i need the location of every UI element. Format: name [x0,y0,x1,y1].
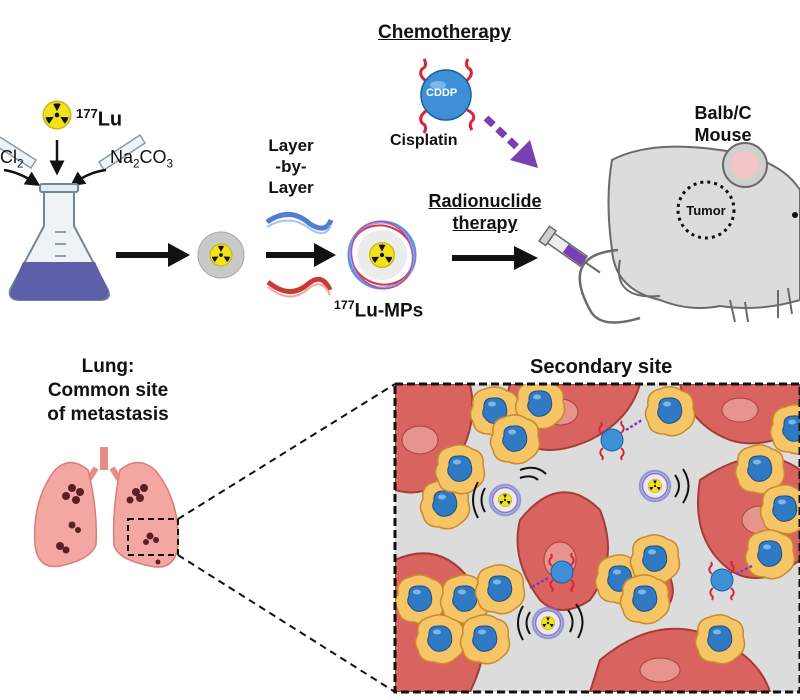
lu-microparticles [472,466,690,641]
cddp-molecule-icon [419,58,476,134]
cddp-particles [529,418,753,601]
cddp-label: CDDP [426,87,458,99]
secondary-site-label: Secondary site [530,356,673,378]
right-test-tube-icon [69,133,147,187]
zoom-line-bottom [177,554,396,693]
bare-particle-icon [197,231,245,279]
lu177-element: Lu [97,108,123,131]
lu-mps-label: 177Lu-MPs [334,298,424,322]
chemotherapy-label: Chemotherapy [378,22,512,43]
layer-by-layer-label: Layer -by- Layer [268,136,314,197]
lung-label: Lung: Common site of metastasis [47,356,169,425]
chemo-dashed-arrow [483,115,523,153]
mouse-illustration [578,142,800,324]
secondary-site-border [393,382,800,694]
layer-ribbon-blue-icon [265,212,334,235]
zoom-line-top [177,383,396,520]
lung-tumor-nodules [56,484,161,565]
coated-microparticle-icon [347,220,417,290]
cl2-reagent-label: Cl2 [0,147,24,171]
layer-ribbon-red-icon [266,276,333,298]
lung-zoom-box [127,518,179,556]
tumor-dotted-circle [676,180,736,240]
mouse-tail [578,248,641,324]
lu177-radiation-icon [42,100,72,130]
cisplatin-label: Cisplatin [390,132,458,149]
tumor-label: Tumor [686,203,726,218]
syringe-icon [538,225,601,274]
erlenmeyer-flask-icon [8,183,110,301]
lu177-isotope-number: 177 [76,106,98,121]
radionuclide-therapy-label: Radionuclide therapy [428,191,542,233]
mouse-label: Balb/C Mouse [694,103,752,145]
lu177-label: 177Lu [76,106,122,132]
secondary-site-panel [395,384,800,692]
left-test-tube-icon [0,136,41,186]
mouse-eye [792,212,798,218]
na2co3-reagent-label: Na2CO3 [110,147,174,171]
lungs-illustration [33,447,179,568]
